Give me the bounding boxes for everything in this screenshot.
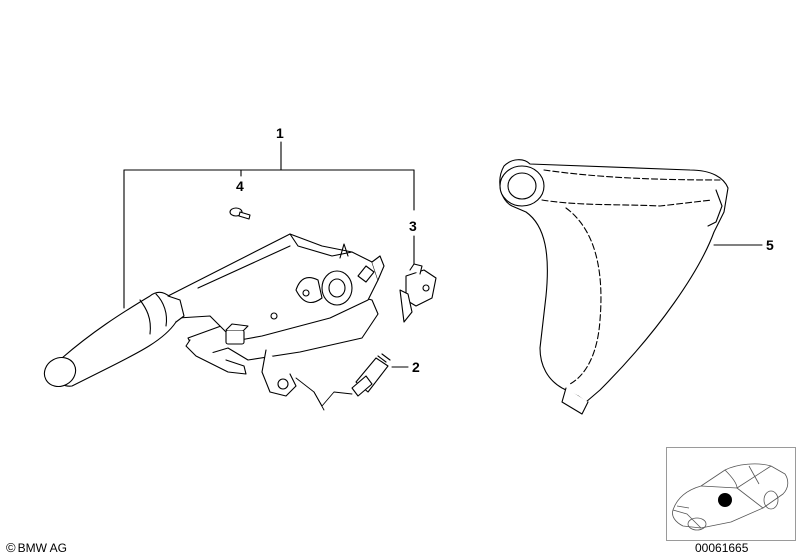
callout-1: 1 [276, 125, 284, 141]
lever-boot-part-5 [499, 159, 729, 415]
callout-1-bracket [123, 141, 415, 309]
vehicle-location-thumbnail [666, 447, 796, 541]
handbrake-lever-assembly [43, 233, 385, 397]
callout-3: 3 [409, 218, 417, 234]
clip-part-3 [399, 263, 437, 323]
screw-part-4 [229, 207, 251, 220]
callout-4: 4 [236, 178, 244, 194]
copyright-symbol: © [6, 540, 16, 555]
copyright-notice: ©BMW AG [6, 540, 67, 555]
location-marker [718, 493, 732, 507]
brand-name: BMW AG [17, 541, 67, 555]
lever-arm [167, 233, 379, 341]
callout-5: 5 [766, 237, 774, 253]
callout-2: 2 [412, 359, 420, 375]
grip-end-cap [43, 356, 77, 388]
boot-outline [499, 159, 729, 403]
bolt-part-2 [295, 353, 391, 411]
diagram-number: 00061665 [695, 541, 749, 555]
car-outline-icon [672, 463, 789, 531]
